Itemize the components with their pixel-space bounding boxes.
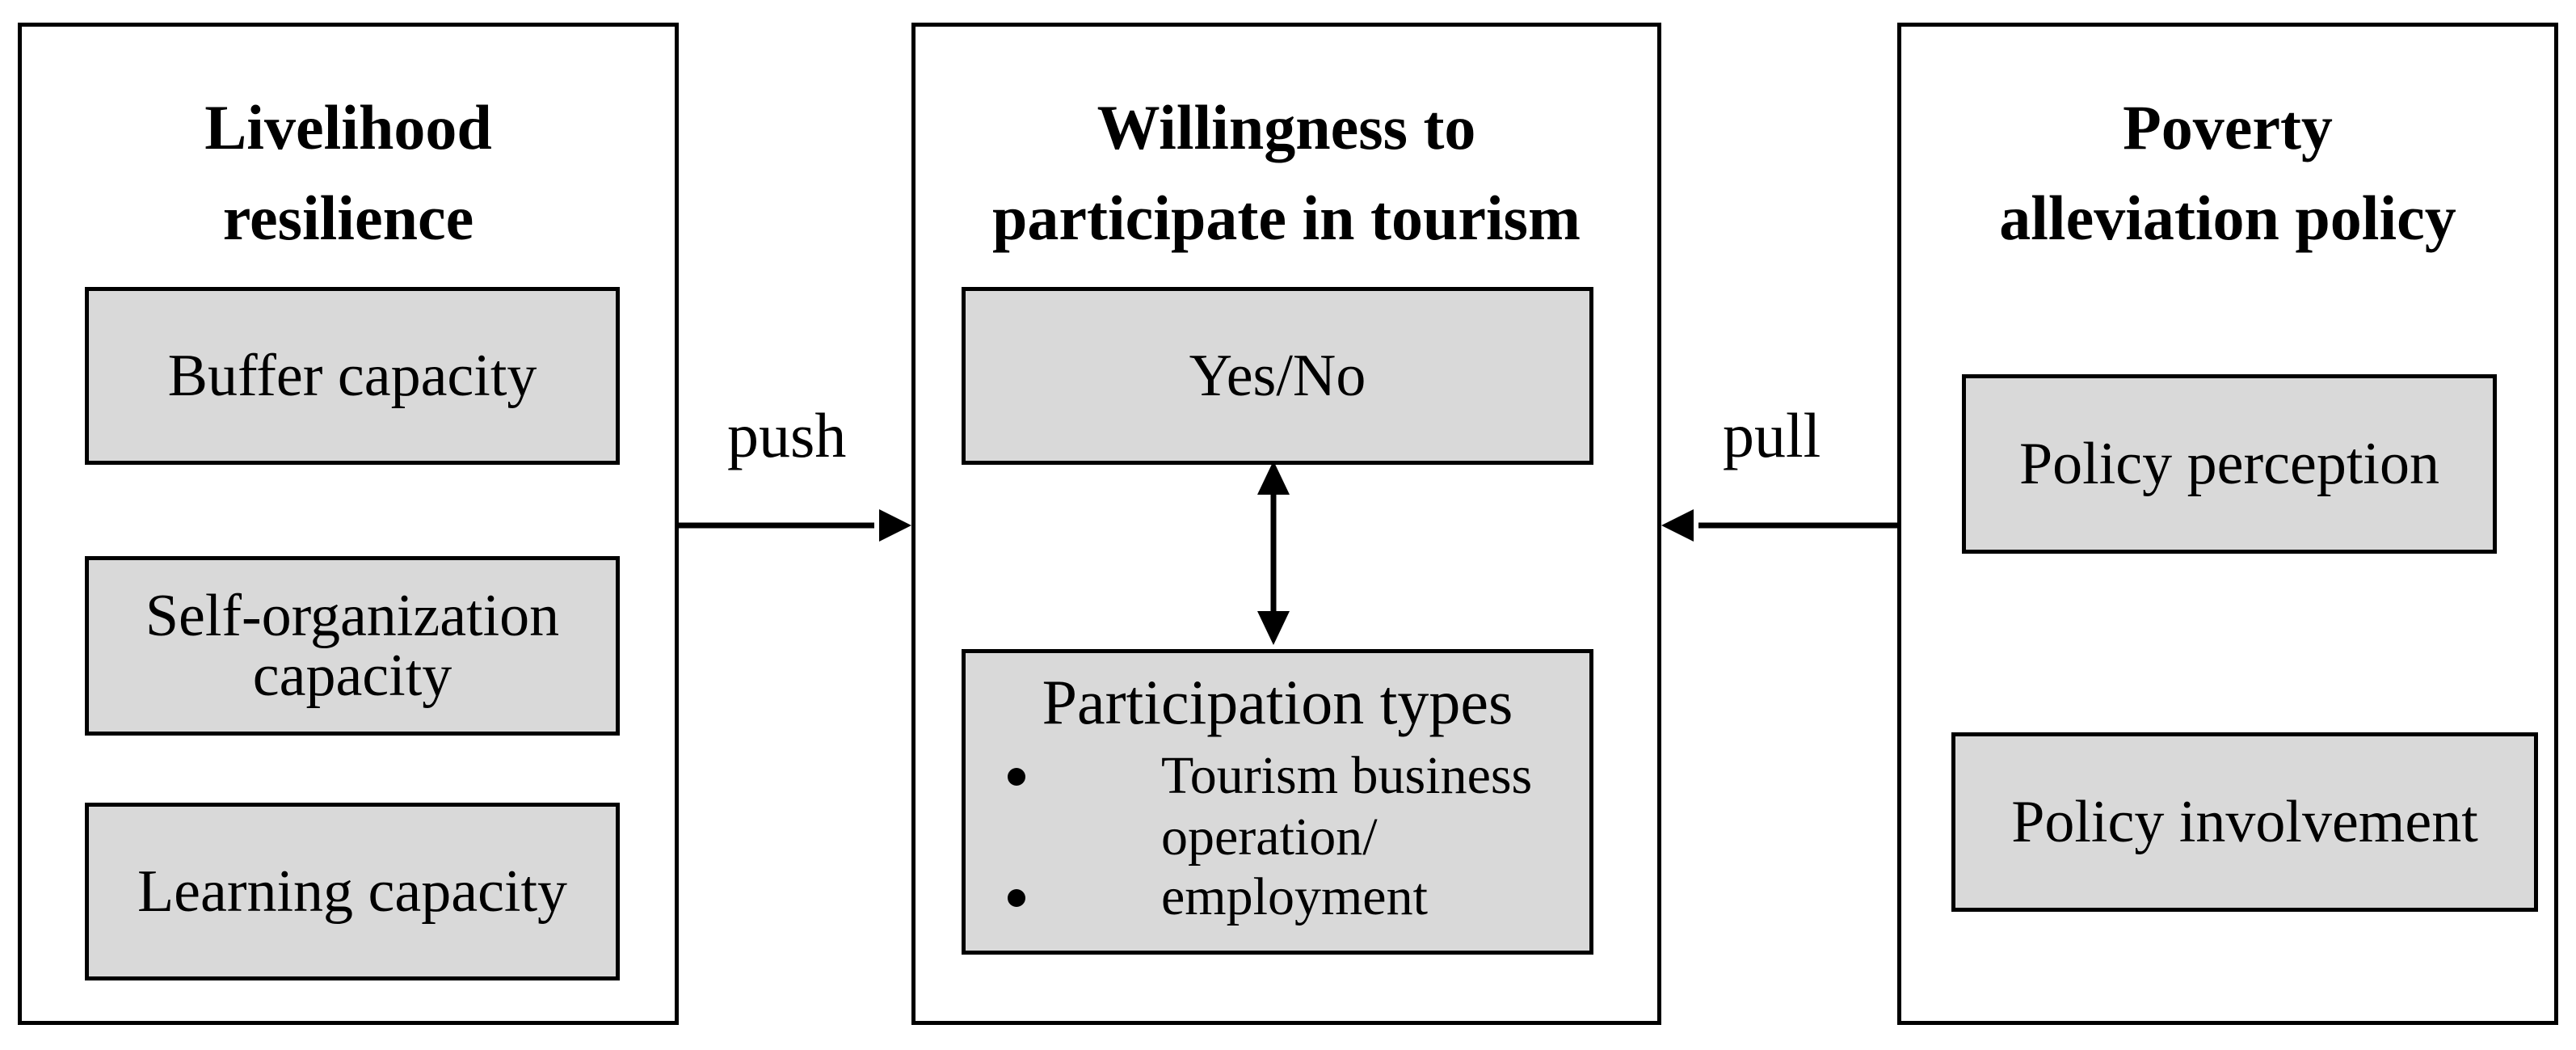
yes-no-label: Yes/No xyxy=(1189,343,1366,409)
willingness-panel: Willingness to participate in tourism Ye… xyxy=(911,23,1661,1025)
self-organization-capacity-box: Self-organization capacity xyxy=(85,556,620,736)
livelihood-resilience-title-line1: Livelihood xyxy=(204,92,492,162)
bullet-icon xyxy=(1008,889,1025,907)
participation-types-title: Participation types xyxy=(1042,667,1513,737)
buffer-capacity-box: Buffer capacity xyxy=(85,287,620,465)
bullet-icon xyxy=(1008,768,1025,786)
willingness-title-line2: participate in tourism xyxy=(992,183,1581,253)
poverty-alleviation-title-line2: alleviation policy xyxy=(1999,183,2456,253)
push-label: push xyxy=(727,400,847,470)
participation-type-line1: Tourism business xyxy=(1161,746,1533,805)
learning-capacity-label: Learning capacity xyxy=(137,858,568,925)
self-organization-label-line1: Self-organization xyxy=(145,583,560,649)
pull-label: pull xyxy=(1723,400,1821,470)
policy-involvement-label: Policy involvement xyxy=(2011,789,2478,855)
livelihood-resilience-title-line2: resilience xyxy=(222,183,474,253)
participation-type-line3: employment xyxy=(1161,867,1428,926)
buffer-capacity-label: Buffer capacity xyxy=(167,343,537,409)
livelihood-resilience-panel: Livelihood resilience Buffer capacity Se… xyxy=(18,23,679,1025)
participation-type-line2: operation/ xyxy=(1161,808,1378,867)
pull-arrowhead-icon xyxy=(1661,509,1694,542)
policy-perception-label: Policy perception xyxy=(2019,431,2439,497)
learning-capacity-box: Learning capacity xyxy=(85,803,620,980)
participation-types-box: Participation types Tourism business ope… xyxy=(962,649,1593,955)
yes-no-box: Yes/No xyxy=(962,287,1593,465)
policy-perception-box: Policy perception xyxy=(1962,374,2497,554)
poverty-alleviation-policy-panel: Poverty alleviation policy Policy percep… xyxy=(1897,23,2558,1025)
policy-involvement-box: Policy involvement xyxy=(1951,732,2538,912)
self-organization-label-line2: capacity xyxy=(252,643,452,709)
push-arrowhead-icon xyxy=(879,509,911,542)
willingness-title-line1: Willingness to xyxy=(1096,92,1476,162)
poverty-alleviation-title-line1: Poverty xyxy=(2123,92,2333,162)
